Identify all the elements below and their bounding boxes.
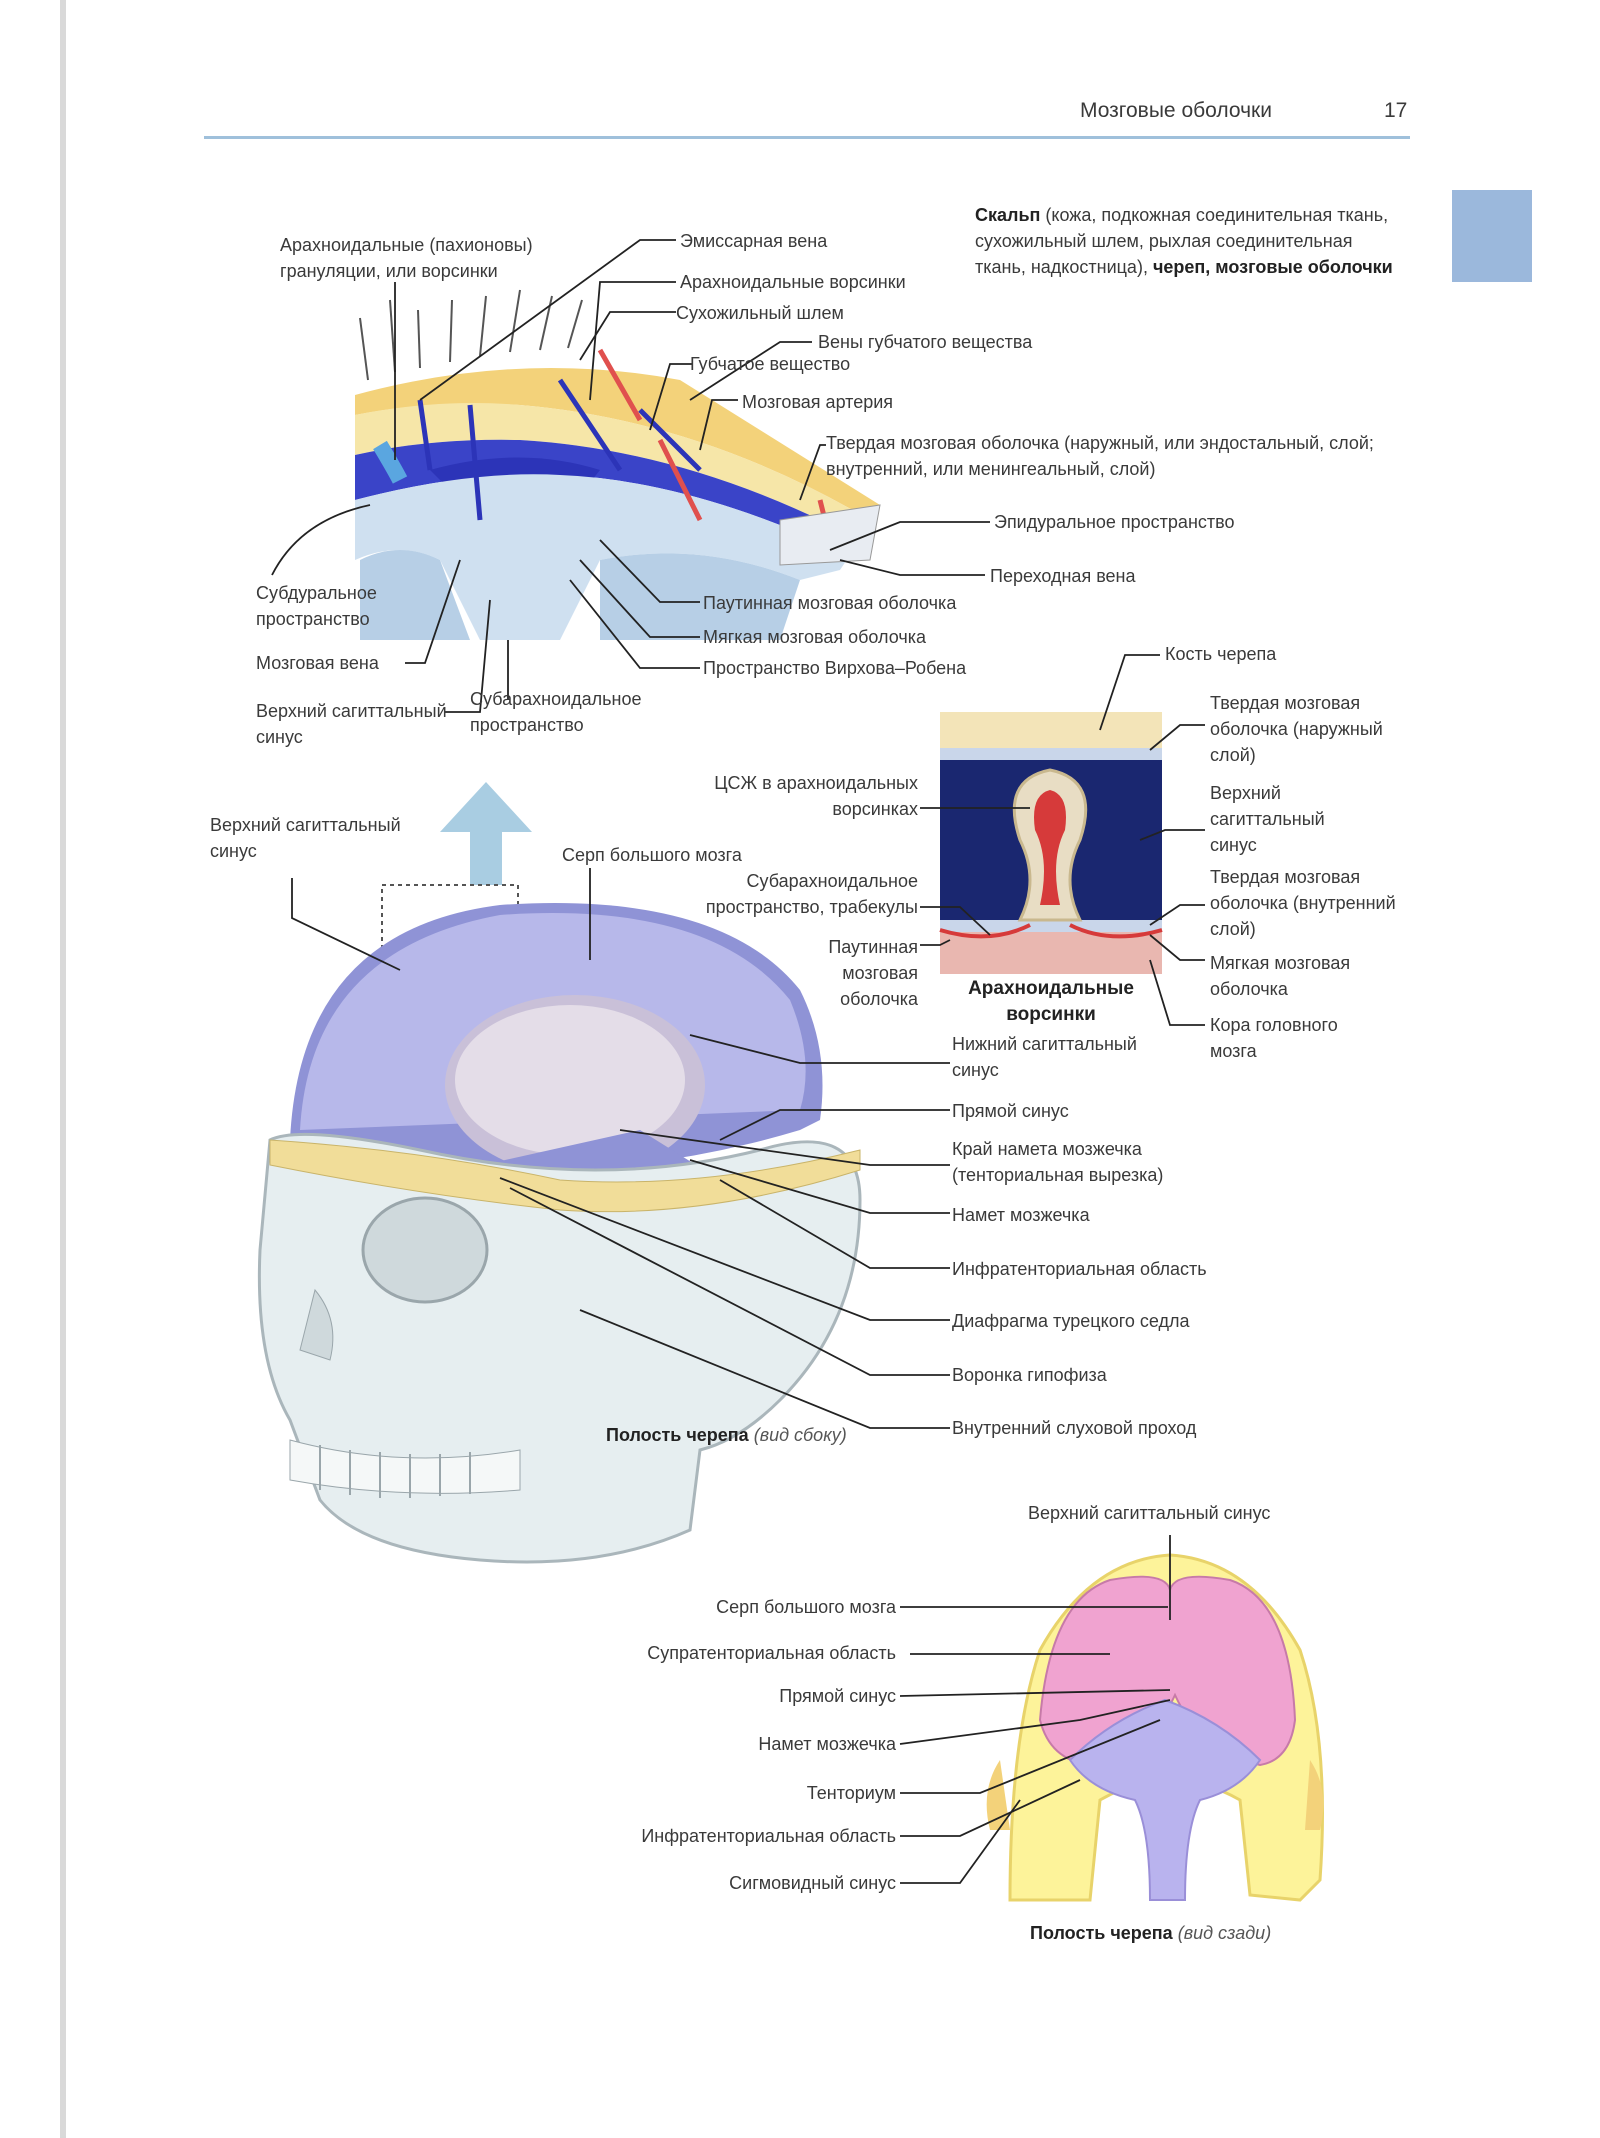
scalp-caption-bold: Скальп <box>975 205 1041 225</box>
label-straight-sinus: Прямой синус <box>952 1101 1069 1121</box>
skull-posterior-illustration <box>986 1553 1324 1902</box>
label-post-sss: Верхний сагиттальный синус <box>1028 1503 1271 1523</box>
scalp-caption-bold-2: череп, мозговые оболочки <box>1152 257 1393 277</box>
page-number: 17 <box>1384 99 1408 122</box>
scalp-caption-text: (кожа, подкожная соединительная ткань, с… <box>975 205 1389 277</box>
label-internal-acoustic: Внутренний слуховой проход <box>952 1418 1197 1438</box>
section-title: Мозговые оболочки <box>1080 99 1272 122</box>
posterior-caption-bold: Полость черепа <box>1030 1923 1173 1943</box>
villi-title: Арахноидальные ворсинки <box>968 978 1134 1025</box>
label-supratentorial: Супратенториальная область <box>647 1643 896 1663</box>
label-dura-inner: Твердая мозговая оболочка (внутренний сл… <box>1210 867 1396 939</box>
posterior-caption: Полость черепа (вид сзади) <box>1030 1920 1271 1946</box>
label-subdural-space: Субдуральное пространство <box>256 583 377 629</box>
label-sigmoid-sinus: Сигмовидный синус <box>729 1873 896 1893</box>
label-arachnoid-granulations: Арахноидальные (пахионовы) грануляции, и… <box>280 235 533 281</box>
label-tentorial-notch: Край намета мозжечка (тенториальная выре… <box>952 1139 1164 1185</box>
skull-caption-bold: Полость черепа <box>606 1425 749 1445</box>
label-epidural-space: Эпидуральное пространство <box>994 512 1235 532</box>
label-arachnoid-villi: Арахноидальные ворсинки <box>680 272 906 292</box>
label-skull-bone: Кость черепа <box>1165 644 1277 664</box>
label-post-tentorium: Тенториум <box>806 1783 896 1803</box>
label-villi-arachnoid: Паутинная мозговая оболочка <box>828 937 918 1009</box>
scalp-meninges-illustration <box>355 289 881 640</box>
label-subarachnoid-space: Субарахноидальное пространство <box>470 689 642 735</box>
label-tentorium: Намет мозжечка <box>952 1205 1090 1225</box>
label-inferior-sagittal-sinus: Нижний сагиттальный синус <box>952 1034 1137 1080</box>
label-post-falx: Серп большого мозга <box>716 1597 896 1617</box>
label-falx: Серп большого мозга <box>562 845 742 865</box>
label-dura-outer: Твердая мозговая оболочка (наружный слой… <box>1210 693 1383 765</box>
label-diaphragma-sellae: Диафрагма турецкого седла <box>952 1311 1190 1331</box>
label-infratentorial: Инфратенториальная область <box>952 1259 1207 1279</box>
label-villi-sss: Верхний сагиттальный синус <box>1210 783 1325 855</box>
header-rule <box>204 136 1410 139</box>
page-edge <box>60 0 66 2138</box>
label-arachnoid-mater: Паутинная мозговая оболочка <box>703 593 957 613</box>
label-villi-pia: Мягкая мозговая оболочка <box>1210 953 1351 999</box>
label-infundibulum: Воронка гипофиза <box>952 1365 1107 1385</box>
label-pia-mater: Мягкая мозговая оболочка <box>703 627 926 647</box>
posterior-caption-italic: (вид сзади) <box>1177 1923 1272 1943</box>
skull-caption-italic: (вид сбоку) <box>753 1425 847 1445</box>
scalp-caption: Скальп (кожа, подкожная соединительная т… <box>975 202 1405 280</box>
label-cerebral-artery: Мозговая артерия <box>742 392 894 412</box>
label-superior-sagittal-sinus-top: Верхний сагиттальный синус <box>256 701 447 747</box>
label-diploic-veins: Вены губчатого вещества <box>818 332 1033 352</box>
label-bridging-vein: Переходная вена <box>990 566 1136 586</box>
arachnoid-villi-inset <box>939 712 1163 974</box>
label-emissary-vein: Эмиссарная вена <box>680 231 828 251</box>
label-galea: Сухожильный шлем <box>676 303 844 323</box>
chapter-tab <box>1452 190 1532 282</box>
label-diploe: Губчатое вещество <box>690 354 851 374</box>
label-post-straight-sinus: Прямой синус <box>779 1686 896 1706</box>
label-cerebral-vein: Мозговая вена <box>256 653 379 673</box>
label-virchow-robin: Пространство Вирхова–Робена <box>703 658 967 678</box>
label-post-tentorium-cerebelli: Намет мозжечка <box>758 1734 896 1754</box>
skull-caption: Полость черепа (вид сбоку) <box>606 1422 847 1448</box>
label-dura-layers: Твердая мозговая оболочка (наружный, или… <box>826 433 1374 479</box>
label-cortex: Кора головного мозга <box>1210 1015 1338 1061</box>
label-post-infratentorial: Инфратенториальная область <box>641 1826 896 1846</box>
label-subarachnoid-trabeculae: Субарахноидальное пространство, трабекул… <box>705 871 918 917</box>
label-csf-villi: ЦСЖ в арахноидальных ворсинках <box>714 773 918 819</box>
label-skull-sss: Верхний сагиттальный синус <box>210 815 401 861</box>
